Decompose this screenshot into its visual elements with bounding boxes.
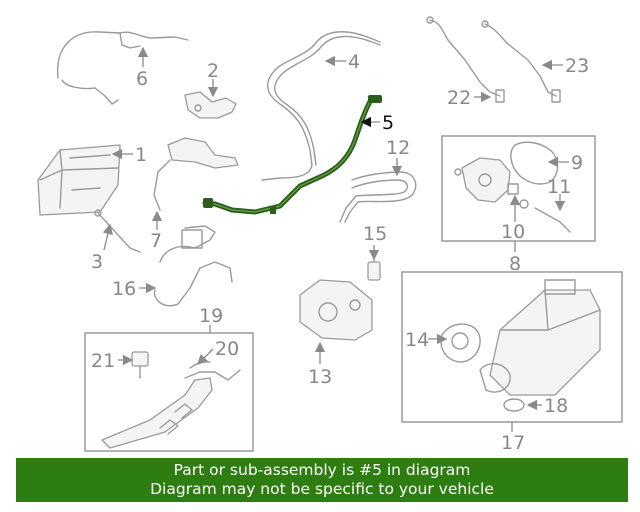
part-7-valve[interactable] (153, 137, 239, 211)
callout-14: 14 (405, 329, 429, 351)
part-2-bracket[interactable] (184, 91, 237, 119)
callout-10: 10 (501, 221, 525, 243)
part-4-tube[interactable] (261, 31, 381, 181)
callout-19: 19 (199, 305, 223, 327)
callout-15: 15 (363, 223, 387, 245)
part-18-o-ring[interactable] (503, 398, 525, 412)
callout-16: 16 (112, 278, 136, 300)
banner-line-2: Diagram may not be specific to your vehi… (150, 480, 494, 498)
callout-17: 17 (501, 432, 525, 454)
callout-13: 13 (308, 366, 332, 388)
assembly-8-box (441, 135, 596, 242)
part-14-gasket[interactable] (440, 323, 481, 363)
assembly-19-box (84, 332, 254, 452)
callout-7: 7 (150, 230, 162, 252)
part-21-sensor[interactable] (131, 351, 149, 379)
callout-18: 18 (544, 395, 568, 417)
callout-1: 1 (135, 144, 147, 166)
part-22-o2-sensor[interactable] (426, 16, 505, 103)
part-19-air-duct[interactable] (101, 377, 213, 449)
callout-21: 21 (91, 350, 115, 372)
callout-12: 12 (386, 137, 410, 159)
part-9-gasket[interactable] (510, 141, 559, 185)
part-5-hose-highlighted[interactable] (202, 95, 382, 215)
part-23-o2-sensor[interactable] (481, 20, 561, 103)
callout-8: 8 (509, 253, 521, 275)
callout-20: 20 (215, 338, 239, 360)
exploded-parts-diagram: 1 2 3 4 5 6 7 8 9 10 11 12 13 14 15 16 1… (37, 16, 623, 454)
callout-11: 11 (547, 176, 571, 198)
callout-4: 4 (348, 51, 360, 73)
callout-23: 23 (565, 55, 589, 77)
callout-5: 5 (382, 112, 394, 134)
part-11-tube[interactable] (519, 199, 571, 233)
egr-cooler-body[interactable] (479, 279, 601, 396)
callout-3: 3 (91, 251, 103, 273)
callout-9: 9 (571, 152, 583, 174)
callout-6: 6 (136, 68, 148, 90)
callout-2: 2 (207, 60, 219, 82)
part-1-canister[interactable] (37, 144, 121, 216)
part-3-rod[interactable] (94, 209, 141, 253)
part-10-egr-valve[interactable] (454, 157, 519, 203)
callout-22: 22 (447, 87, 471, 109)
part-info-banner: Part or sub-assembly is #5 in diagram Di… (16, 458, 628, 502)
part-16-hose-assembly[interactable] (153, 225, 233, 307)
part-13-egr-valve[interactable] (299, 279, 373, 341)
part-20-harness[interactable] (184, 361, 241, 381)
banner-line-1: Part or sub-assembly is #5 in diagram (173, 461, 471, 479)
part-6-hose[interactable] (56, 31, 189, 105)
part-12-hose[interactable] (339, 171, 417, 223)
